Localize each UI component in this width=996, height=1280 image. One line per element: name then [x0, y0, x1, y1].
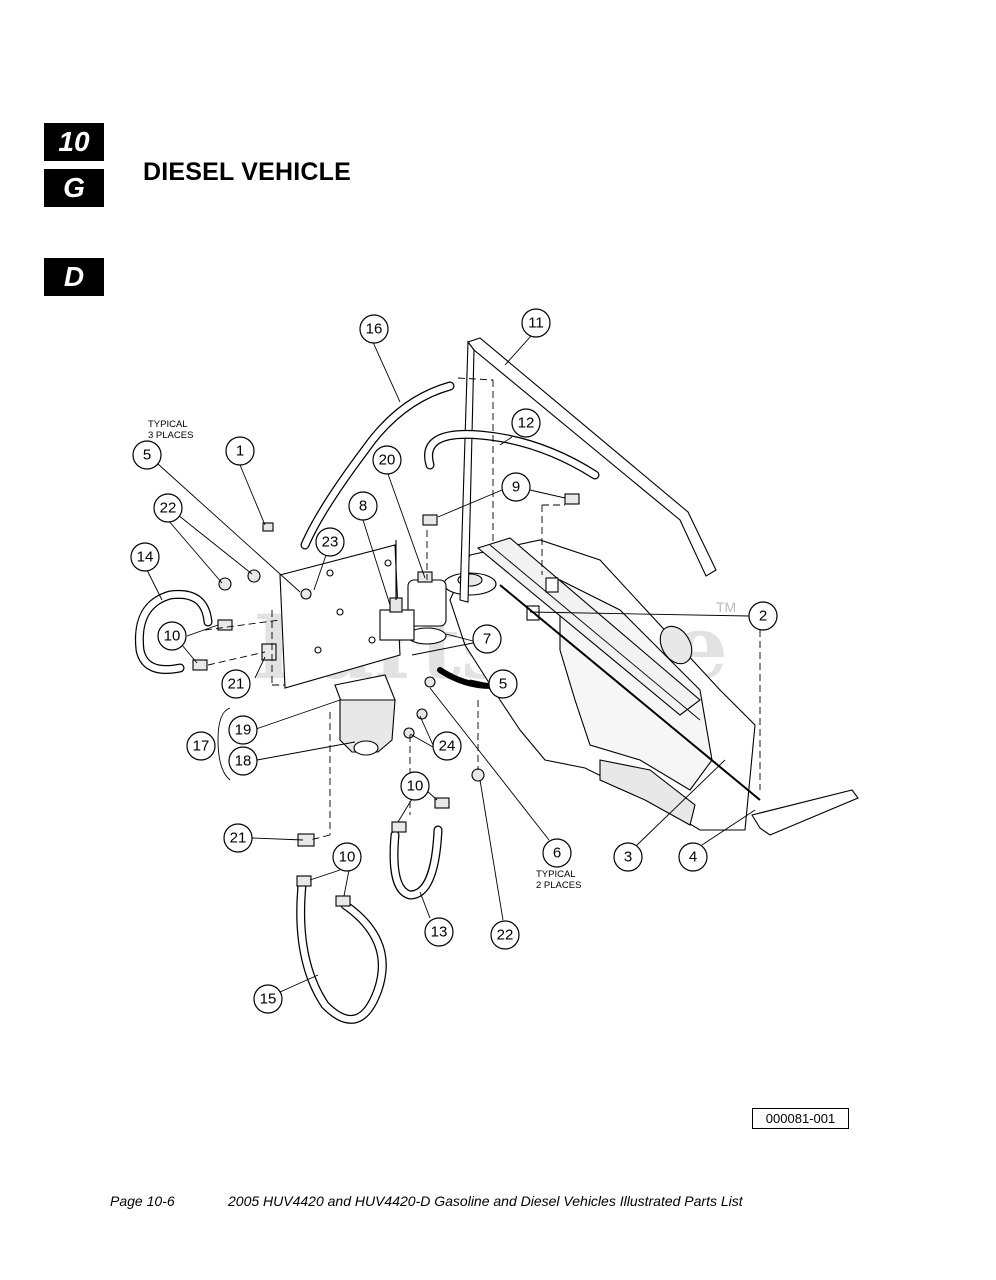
svg-text:5: 5 [143, 447, 151, 464]
svg-text:23: 23 [322, 534, 339, 551]
chapter-tab: 10 [44, 123, 104, 161]
callout-10-center: 10 [400, 771, 430, 801]
callout-24: 24 [432, 731, 462, 761]
svg-text:15: 15 [260, 991, 277, 1008]
mounting-plate [279, 544, 401, 689]
fuel-tank [443, 537, 756, 831]
svg-text:24: 24 [439, 738, 456, 755]
callout-16: 16 [359, 314, 389, 344]
svg-text:19: 19 [235, 722, 252, 739]
water-separator [334, 674, 396, 756]
variant-tab: D [44, 258, 104, 296]
svg-text:11: 11 [528, 315, 544, 332]
callout-23: 23 [315, 527, 345, 557]
svg-text:10: 10 [164, 628, 181, 645]
svg-text:14: 14 [137, 549, 154, 566]
callout-5-typical: 5 [132, 440, 162, 470]
svg-text:12: 12 [518, 415, 535, 432]
svg-text:18: 18 [235, 753, 252, 770]
svg-text:5: 5 [499, 676, 507, 693]
leader-lines [146, 335, 756, 993]
watermark-tm: TM [716, 599, 736, 615]
typical-2-note-line1: TYPICAL [536, 869, 576, 880]
callout-20: 20 [372, 445, 402, 475]
callout-4: 4 [678, 842, 708, 872]
section-tab: G [44, 169, 104, 207]
svg-text:20: 20 [379, 452, 396, 469]
svg-text:13: 13 [431, 924, 448, 941]
tank-strap [459, 337, 717, 603]
svg-text:22: 22 [160, 500, 177, 517]
svg-text:16: 16 [366, 321, 383, 338]
callout-21-upper: 21 [221, 669, 251, 699]
callout-5-return: 5 [488, 669, 518, 699]
callout-19: 19 [228, 715, 258, 745]
svg-text:8: 8 [359, 498, 367, 515]
svg-text:3: 3 [624, 849, 632, 866]
callout-8: 8 [348, 491, 378, 521]
typical-3-note-line1: TYPICAL [148, 419, 188, 430]
svg-text:7: 7 [483, 631, 491, 648]
typical-2-note-line2: 2 PLACES [536, 880, 581, 891]
callout-6: 6 [542, 838, 572, 868]
strap-rod [499, 584, 761, 801]
svg-text:6: 6 [553, 845, 561, 862]
svg-text:22: 22 [497, 927, 514, 944]
svg-text:9: 9 [512, 479, 520, 496]
footer-page: Page 10-6 [110, 1193, 175, 1209]
filler-cap [659, 625, 693, 665]
svg-text:2: 2 [759, 608, 767, 625]
callout-3: 3 [613, 842, 643, 872]
callout-2: 2 [748, 601, 778, 631]
svg-text:10: 10 [407, 778, 424, 795]
callout-22-lower: 22 [490, 920, 520, 950]
callout-10-left: 10 [157, 621, 187, 651]
callout-12: 12 [511, 408, 541, 438]
callout-7: 7 [472, 624, 502, 654]
hose-clamps [192, 493, 580, 907]
svg-text:21: 21 [230, 830, 247, 847]
callout-14: 14 [130, 542, 160, 572]
svg-text:4: 4 [689, 849, 697, 866]
callout-10-bottom: 10 [332, 842, 362, 872]
callout-15: 15 [253, 984, 283, 1014]
callout-22-upper: 22 [153, 493, 183, 523]
typical-3-note-line2: 3 PLACES [148, 430, 193, 441]
svg-text:17: 17 [193, 738, 210, 755]
svg-text:21: 21 [228, 676, 245, 693]
callout-13: 13 [424, 917, 454, 947]
callout-9: 9 [501, 472, 531, 502]
diagram-id: 000081-001 [752, 1108, 849, 1129]
callout-18: 18 [228, 746, 258, 776]
page-title: DIESEL VEHICLE [143, 158, 351, 186]
callout-11: 11 [521, 308, 551, 338]
tank-bracket [751, 789, 859, 836]
svg-text:10: 10 [339, 849, 356, 866]
svg-text:1: 1 [236, 443, 244, 460]
callout-21-lower: 21 [223, 823, 253, 853]
callout-17: 17 [186, 731, 216, 761]
callout-1: 1 [225, 436, 255, 466]
footer-doc-title: 2005 HUV4420 and HUV4420-D Gasoline and … [228, 1193, 743, 1209]
fuel-filter [379, 540, 447, 645]
